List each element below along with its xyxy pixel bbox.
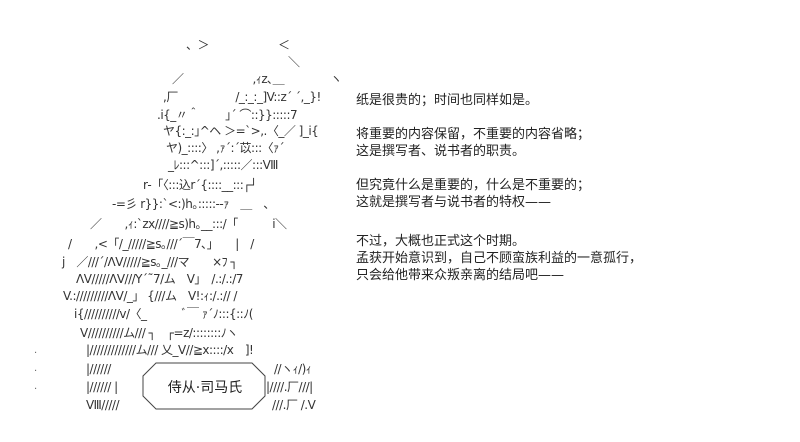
- dot: .: [34, 381, 38, 392]
- narration-line: 这是撰写者、说书者的职责。: [356, 144, 526, 159]
- nameplate-label: 侍从·司马氏: [167, 380, 243, 396]
- dot: .: [34, 345, 38, 356]
- aa-line: 、＞ ＜: [186, 38, 290, 52]
- aa-line: ヤ)_::::〉 ,ｧ´:´苡:::〈ｧ´: [166, 141, 285, 155]
- aa-line: V.://///////ΛV/_」 {///ム V!:ｨ:/.:// /: [63, 289, 237, 303]
- aa-line: ΛV/////ΛV///Y´˜7/ム V」 /.:/.:/7: [76, 272, 243, 286]
- aa-line: r‐「〈:::込r´{::::__:::┌┘: [143, 178, 257, 192]
- aa-line: ヤ{:_:｣^ヘ ＞=`>,.〈_／ ]_i{: [163, 124, 319, 138]
- aa-line: Ⅷ/////: [86, 398, 120, 412]
- aa-line: |////.厂///|: [266, 380, 313, 394]
- narration-line: 这就是撰写者与说书者的特权——: [356, 195, 552, 210]
- aa-line: |//////: [86, 362, 111, 376]
- narration-line: 但究竟什么是重要的，什么是不重要的；: [356, 178, 591, 193]
- nameplate-frame: [142, 362, 266, 410]
- aa-line: V//////////ム/// ┐ ┌=z/::::::::ﾉヽ: [80, 326, 238, 340]
- aa-line: i{//////////v/〈_ ﾞ￣ ｧ´ﾉ:::{::ﾉ(: [74, 307, 253, 321]
- narration-line: 纸是很贵的；时间也同样如是。: [356, 93, 539, 108]
- narration-line: 孟获开始意识到，自己不顾蛮族利益的一意孤行，: [356, 251, 643, 266]
- aa-line: _ﾚ:::^:::]´,:::::／:::Ⅷ: [168, 158, 278, 172]
- aa-line: ＼: [288, 55, 300, 69]
- aa-line: ／ ,ｨ:`zx////≧s)h｡__:::/「 i＼: [90, 217, 287, 231]
- aa-line: .i{_〃＾ ｣´ ⌒::}}:::::7: [157, 108, 298, 122]
- dot: .: [34, 363, 38, 374]
- aa-line: ／ ,ｨz､＿ ヽ: [172, 72, 342, 86]
- aa-line: / ,<「/_/////≧s｡///´￣7､」 | /: [68, 237, 254, 251]
- aa-line: -=彡 r}}:`<:)h｡:::::--ｧ ＿ 、: [112, 197, 275, 211]
- aa-line: //ヽｨ/)ｨ: [274, 362, 312, 376]
- narration-line: 不过，大概也正式这个时期。: [356, 234, 526, 249]
- aa-line: |/////////////ム/// 乂_V//≧x::::/x ]!: [86, 343, 254, 357]
- aa-line: ///.厂 /.V: [272, 398, 316, 412]
- aa-line: ,厂 /_:_:_]V::z´ ´,_}!: [163, 90, 321, 104]
- narration-line: 将重要的内容保留，不重要的内容省略；: [356, 127, 591, 142]
- aa-line: j ／///´/ΛV/////≧s｡_///マ ×ﾌ ┐: [62, 255, 238, 269]
- narration-line: 只会给他带来众叛亲离的结局吧——: [356, 268, 565, 283]
- aa-line: |////// |: [86, 380, 118, 394]
